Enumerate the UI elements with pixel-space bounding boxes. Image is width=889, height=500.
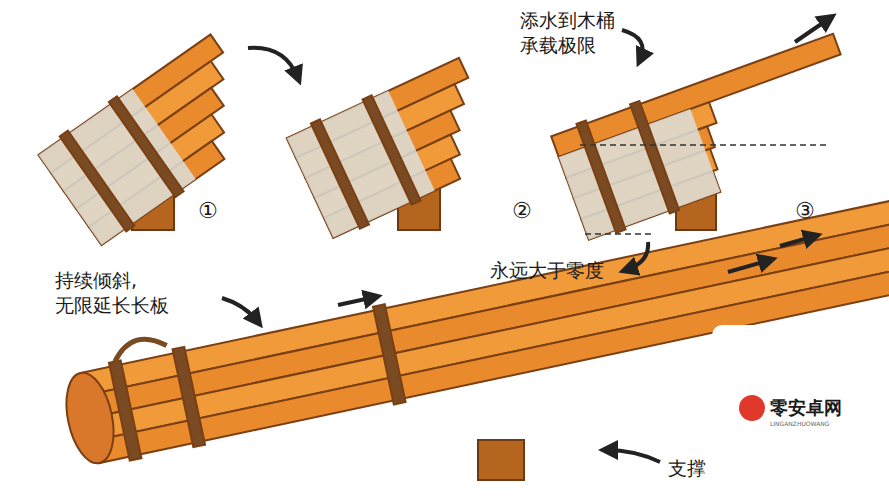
note-label: 添水到木桶 承载极限 <box>520 8 634 57</box>
note-label: 永远大于零度 <box>490 258 604 283</box>
callout-number: ① <box>198 197 218 226</box>
watermark: 零安卓网 <box>770 396 842 419</box>
callout-number: ② <box>512 197 532 226</box>
part-label: 支撑 <box>668 456 706 481</box>
callout-number: ③ <box>795 197 815 226</box>
note-label: 持续倾斜, 无限延长长板 <box>55 268 180 317</box>
watermark: LINGANZHUOWANG <box>770 420 829 428</box>
